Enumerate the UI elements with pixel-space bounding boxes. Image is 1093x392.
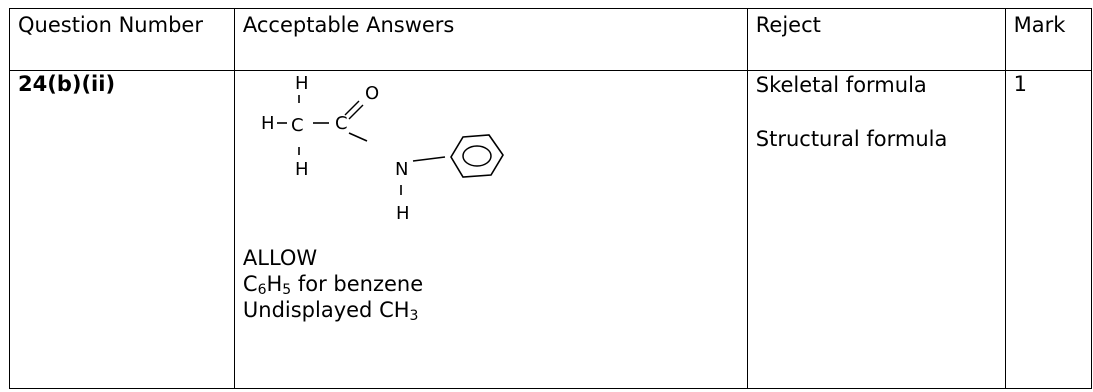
allow-undisplayed-text: Undisplayed CH	[242, 298, 410, 322]
bond-c-n	[348, 132, 368, 142]
benzene-ring-icon	[449, 134, 504, 178]
atom-h-bottom: H	[295, 159, 309, 180]
allow-h: H	[266, 272, 283, 296]
bond-n-ring	[412, 156, 445, 162]
header-question-number: Question Number	[9, 8, 235, 71]
allow-c: C	[242, 272, 258, 296]
header-reject: Reject	[746, 8, 1006, 71]
atom-h-top: H	[295, 73, 309, 94]
atom-n: N	[395, 159, 408, 180]
atom-h-left: H	[261, 113, 275, 134]
atom-c-methyl: C	[291, 115, 304, 136]
atom-c-carbonyl: C	[335, 113, 348, 134]
reject-cell: Skeletal formula Structural formula	[746, 70, 1006, 389]
answer-row: 24(b)(ii) H H C C O H N H	[9, 70, 1093, 389]
allow-c-sub: 6	[257, 282, 267, 298]
allow-label: ALLOW	[242, 246, 318, 270]
reject-item-skeletal: Skeletal formula	[755, 73, 927, 97]
bond-double-o-2	[348, 104, 364, 120]
handwritten-structure-diagram: H H C C O H N H	[261, 73, 504, 224]
mark-scheme-table: Question Number Acceptable Answers Rejec…	[9, 8, 1093, 389]
atom-h-amide: H	[396, 203, 410, 224]
header-acceptable-answers: Acceptable Answers	[233, 8, 748, 71]
mark-value: 1	[1004, 70, 1093, 389]
benzene-delocalised-ring-icon	[462, 145, 492, 167]
allow-h-sub: 5	[282, 282, 292, 298]
bond-double-o-1	[344, 100, 360, 116]
header-mark: Mark	[1004, 8, 1093, 71]
reject-spacer	[756, 99, 997, 125]
atom-o: O	[365, 83, 379, 104]
question-number: 24(b)(ii)	[9, 70, 235, 389]
allow-line-benzene: C6H5 for benzene	[243, 271, 739, 297]
allow-line-undisplayed: Undisplayed CH3	[243, 297, 739, 323]
allow-block: ALLOW C6H5 for benzene Undisplayed CH3	[243, 245, 739, 323]
acceptable-answers-cell: H H C C O H N H	[233, 70, 748, 389]
allow-rest: for benzene	[291, 272, 424, 296]
allow-undisplayed-sub: 3	[409, 308, 419, 324]
reject-item-structural: Structural formula	[755, 127, 948, 151]
header-row: Question Number Acceptable Answers Rejec…	[9, 8, 1093, 71]
